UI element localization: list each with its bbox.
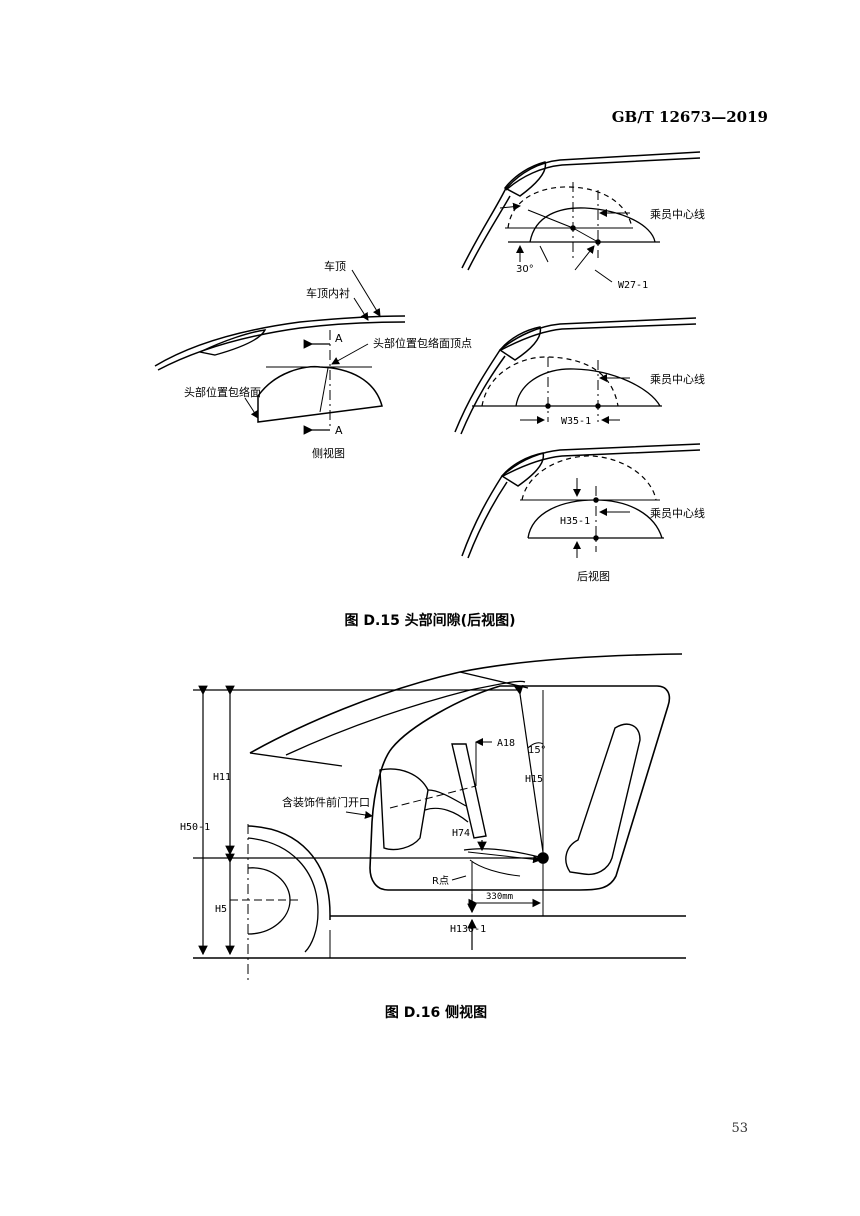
caption-d15: 图 D.15 头部间隙(后视图) <box>345 612 516 629</box>
label-330mm: 330mm <box>486 892 513 902</box>
wheel-arch-outer <box>247 825 331 920</box>
dash <box>379 768 429 851</box>
head-arc-solid-3 <box>527 499 663 539</box>
fig-d15-rear-view-2: 乘员中心线 W35-1 <box>454 317 705 435</box>
roof-line-outer <box>249 653 683 754</box>
h-point-leader <box>467 851 541 864</box>
label-angle-30: 30° <box>516 264 534 275</box>
door-opening <box>369 685 671 891</box>
label-centerline-2: 乘员中心线 <box>650 372 705 386</box>
steering-wheel <box>451 743 487 839</box>
label-h74: H74 <box>452 828 470 839</box>
page-number: 53 <box>731 1121 748 1136</box>
r-leader <box>451 875 467 881</box>
wheel-arch-inner <box>247 837 319 953</box>
envelope-vertical <box>319 367 329 413</box>
caption-d16: 图 D.16 侧视图 <box>385 1004 487 1021</box>
label-h130: H130-1 <box>450 924 486 935</box>
roof-trim-piece <box>197 329 267 356</box>
label-roof: 车顶 <box>324 259 346 273</box>
label-rear-view: 后视图 <box>577 569 610 583</box>
trim-2 <box>498 326 542 361</box>
label-roof-liner: 车顶内衬 <box>306 286 350 300</box>
leader-roof <box>351 269 381 317</box>
label-h5: H5 <box>215 904 227 915</box>
pillar-1 <box>461 151 701 269</box>
label-h50: H50-1 <box>180 822 210 833</box>
label-side-view: 侧视图 <box>312 446 345 460</box>
leader-envelope <box>244 397 259 419</box>
label-section-a-bottom: A <box>335 424 343 437</box>
leader-envelope-top <box>331 343 369 365</box>
label-h35: H35-1 <box>560 516 590 527</box>
trim-1 <box>503 161 547 197</box>
head-arc-solid-1 <box>529 207 656 243</box>
label-centerline-1: 乘员中心线 <box>650 207 705 221</box>
fig-d15-side-view: 车顶 车顶内衬 A 头部位置包络面顶点 头部位置包络面 A 侧视图 <box>154 259 472 460</box>
label-centerline-3: 乘员中心线 <box>650 506 705 520</box>
label-envelope: 头部位置包络面 <box>184 385 261 399</box>
label-envelope-top: 头部位置包络面顶点 <box>373 336 472 350</box>
label-w35: W35-1 <box>561 416 591 427</box>
label-w27: W27-1 <box>618 280 648 291</box>
label-door-opening: 含装饰件前门开口 <box>282 795 370 809</box>
roof-inner-line <box>157 321 406 371</box>
label-h11: H11 <box>213 772 231 783</box>
wheel <box>247 867 291 935</box>
label-r-point: R点 <box>432 875 449 887</box>
standard-number: GB/T 12673—2019 <box>612 108 768 126</box>
fig-d15-rear-view-1: 乘员中心线 30° W27-1 <box>461 151 705 291</box>
roof-line-inner <box>285 680 526 756</box>
roof-outer-line <box>154 315 406 367</box>
fig-d15-rear-view-3: 乘员中心线 H35-1 后视图 <box>461 443 705 583</box>
door-leader <box>345 810 373 819</box>
fig-d16-side-view: H50-1 H11 H5 A18 15° H15 含装饰件前门开口 H74 R点… <box>180 653 686 980</box>
head-arc-dashed-1 <box>507 186 633 229</box>
seat-back <box>565 723 641 876</box>
head-envelope <box>257 365 383 423</box>
head-arc-dashed-2 <box>481 356 619 407</box>
label-angle-15: 15° <box>528 745 546 756</box>
label-section-a-top: A <box>335 332 343 345</box>
head-arc-solid-2 <box>515 368 661 407</box>
dim-h15 <box>514 684 544 853</box>
label-a18: A18 <box>497 738 515 749</box>
label-h15: H15 <box>525 774 543 785</box>
leader-roof-liner <box>353 297 369 321</box>
trim-3 <box>500 452 545 487</box>
